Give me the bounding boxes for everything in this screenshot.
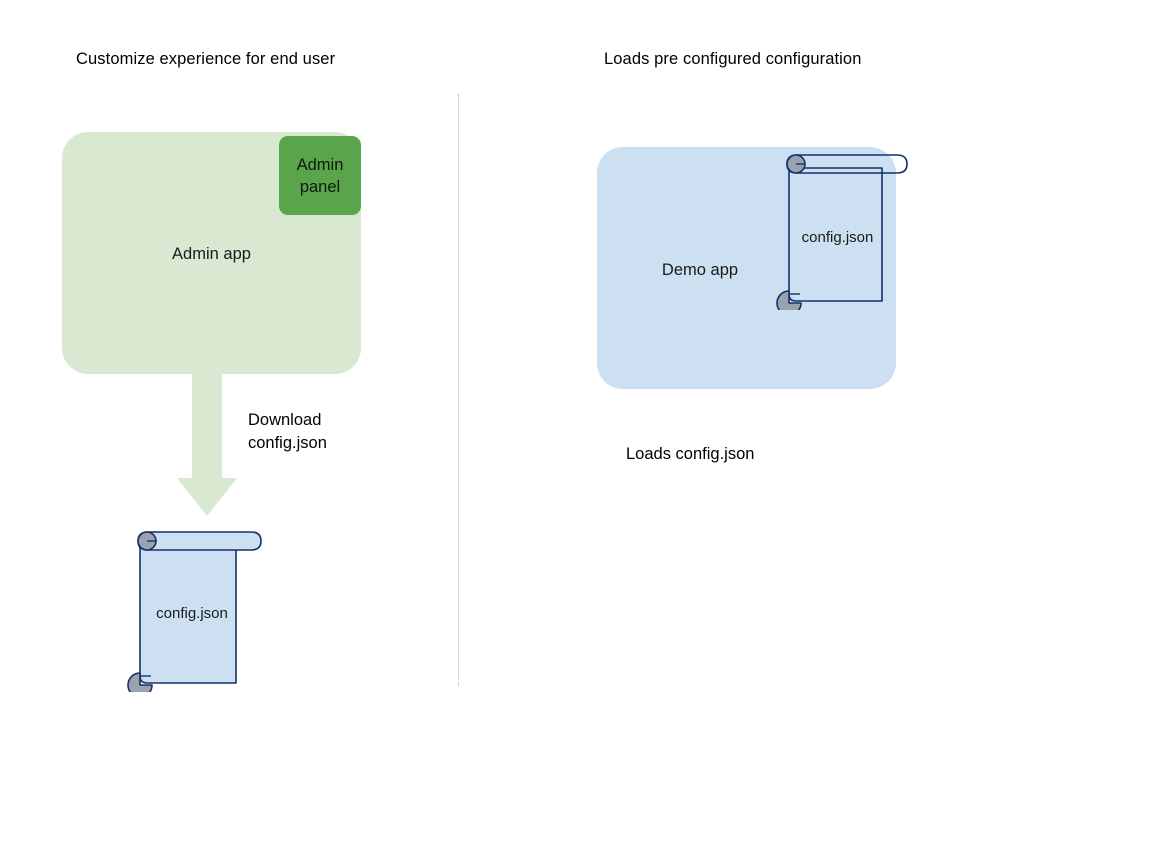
loads-config-caption: Loads config.json [626, 445, 755, 463]
config-json-document-right[interactable] [770, 152, 912, 316]
config-json-document-left[interactable] [118, 528, 266, 698]
config-json-label-right: config.json [801, 229, 874, 246]
left-column-heading: Customize experience for end user [76, 50, 336, 68]
config-json-label-left: config.json [156, 605, 228, 622]
download-caption-line2: config.json [248, 433, 327, 452]
admin-app-label: Admin app [172, 245, 251, 263]
admin-panel-chip-line1: Admin [296, 155, 344, 174]
scroll-icon [127, 531, 262, 698]
download-arrow [176, 370, 238, 532]
column-divider [458, 94, 459, 686]
admin-panel-chip-label: Admin panel [297, 154, 344, 198]
demo-app-label: Demo app [661, 261, 739, 279]
right-column-heading: Loads pre configured configuration [604, 50, 862, 68]
download-caption: Download config.json [248, 409, 327, 454]
download-caption-line1: Download [248, 411, 322, 429]
scroll-icon [776, 154, 908, 316]
admin-panel-chip[interactable]: Admin panel [279, 136, 361, 215]
admin-panel-chip-line2: panel [299, 177, 341, 196]
demo-app-box[interactable] [597, 147, 896, 389]
download-arrow-icon [177, 370, 237, 516]
